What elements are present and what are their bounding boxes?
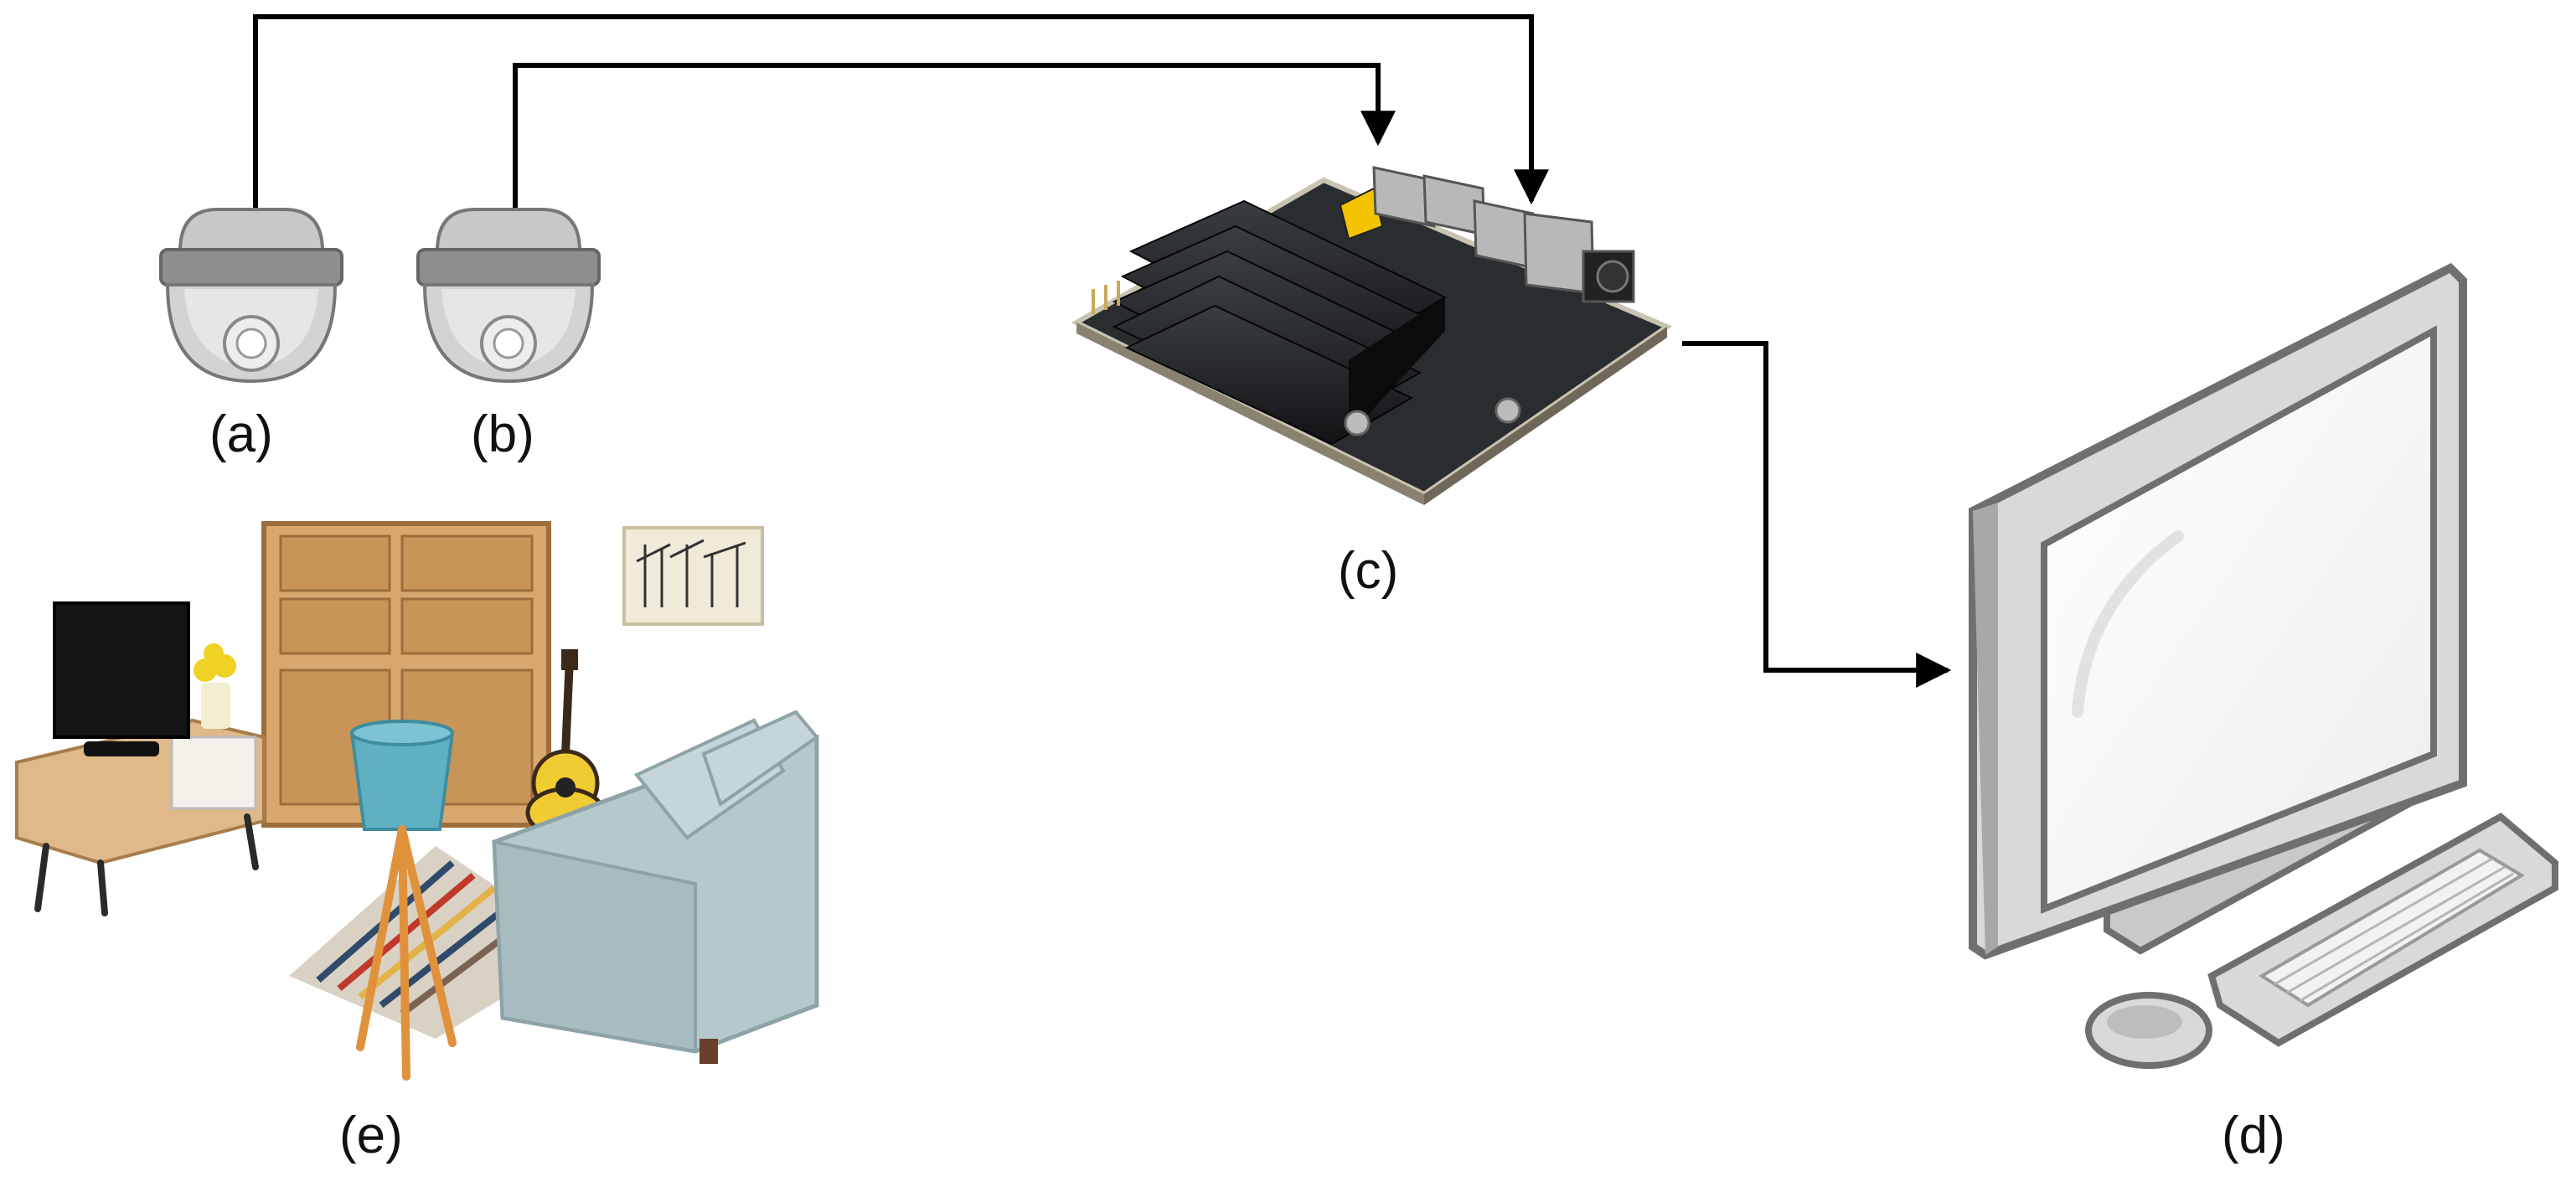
- label-c: (c): [1338, 542, 1399, 600]
- label-a: (a): [209, 405, 273, 463]
- label-e: (e): [339, 1107, 403, 1164]
- dome-camera-icon: [416, 208, 601, 384]
- living-room-scene-icon: [15, 521, 819, 1081]
- connector-c-to-d: [1682, 341, 1952, 688]
- dome-camera-icon: [159, 208, 343, 384]
- label-d: (d): [2222, 1107, 2285, 1164]
- embedded-board-icon: [1071, 166, 1673, 505]
- connector-a-to-c: [253, 14, 1549, 214]
- connector-b-to-c: [513, 63, 1396, 209]
- desktop-computer-icon: [1969, 262, 2558, 1069]
- label-b: (b): [471, 405, 534, 463]
